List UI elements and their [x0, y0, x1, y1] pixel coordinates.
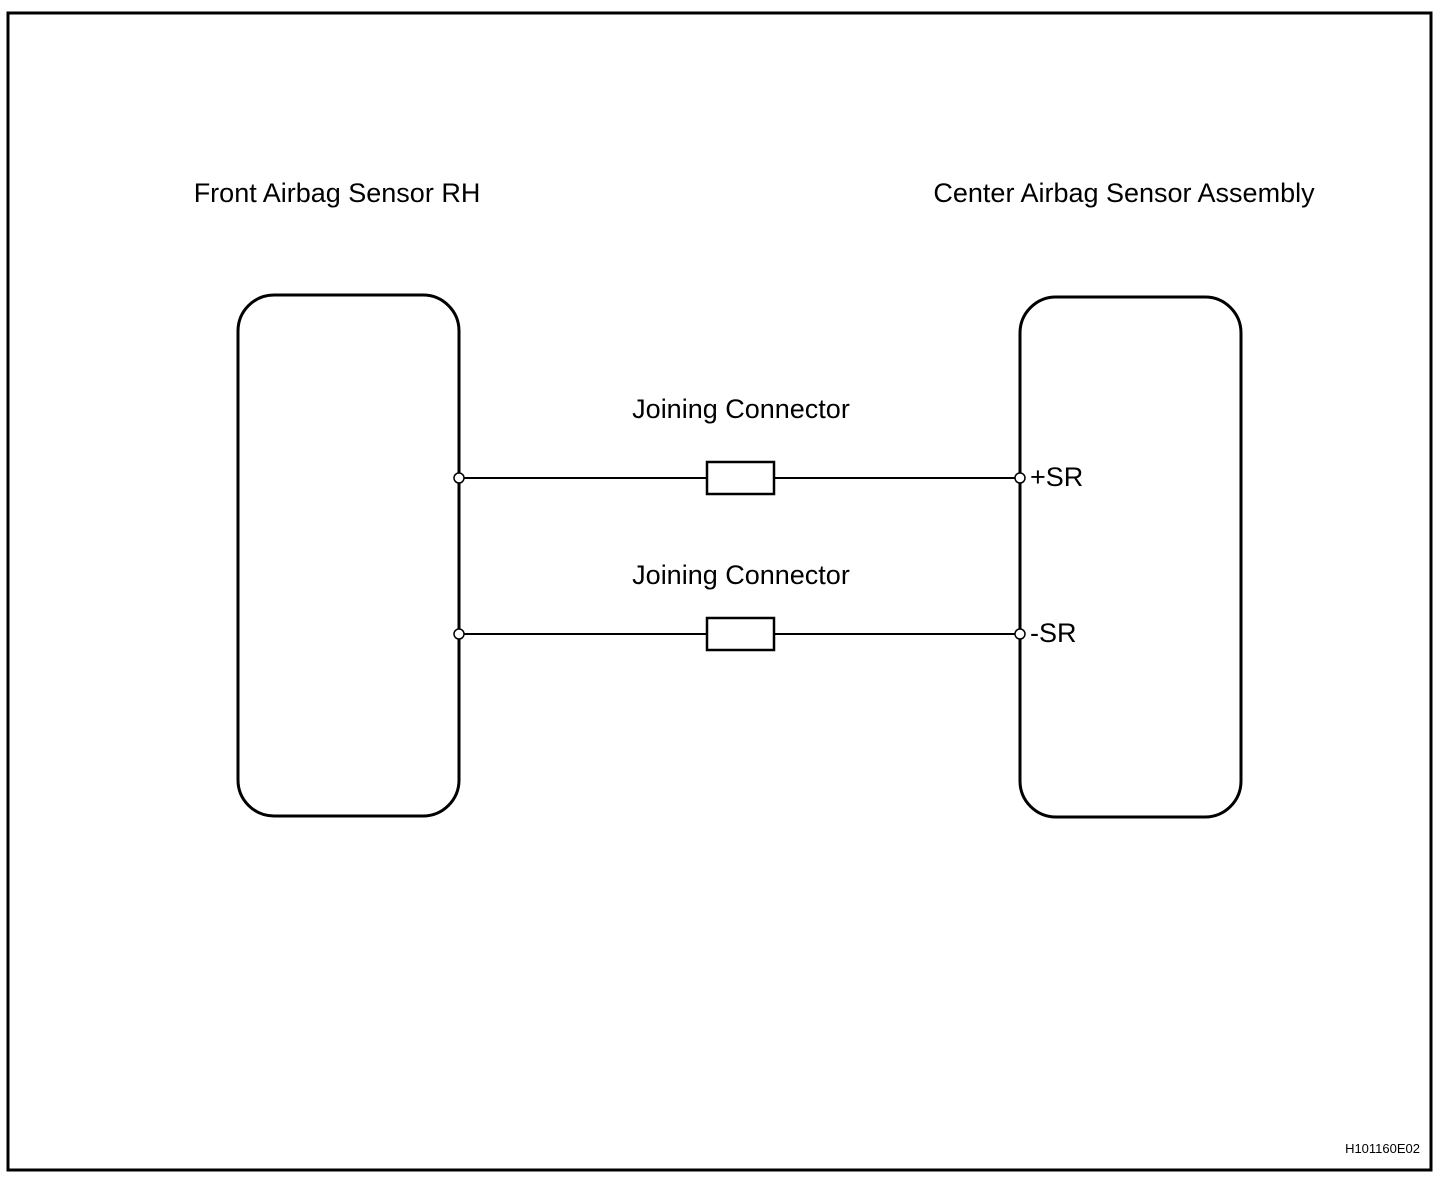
terminal-right	[1014, 628, 1026, 640]
center-airbag-sensor-box	[1018, 295, 1243, 819]
front-airbag-sensor-box	[236, 293, 461, 818]
joining-connector	[705, 616, 776, 652]
diagram-frame	[6, 11, 1433, 1172]
figure-id: H101160E02	[1345, 1141, 1420, 1156]
terminal-right	[1014, 472, 1026, 484]
circuit-minus-sr: Joining Connector -SR	[453, 560, 1077, 652]
joining-connector-label: Joining Connector	[632, 394, 850, 424]
pin-label-minus-sr: -SR	[1030, 618, 1077, 648]
terminal-left	[453, 628, 465, 640]
terminal-left	[453, 472, 465, 484]
circuit-plus-sr: Joining Connector +SR	[453, 394, 1083, 496]
pin-label-plus-sr: +SR	[1030, 462, 1083, 492]
joining-connector	[705, 460, 776, 496]
center-airbag-sensor-label: Center Airbag Sensor Assembly	[933, 178, 1315, 208]
front-airbag-sensor-label: Front Airbag Sensor RH	[194, 178, 481, 208]
joining-connector-label: Joining Connector	[632, 560, 850, 590]
